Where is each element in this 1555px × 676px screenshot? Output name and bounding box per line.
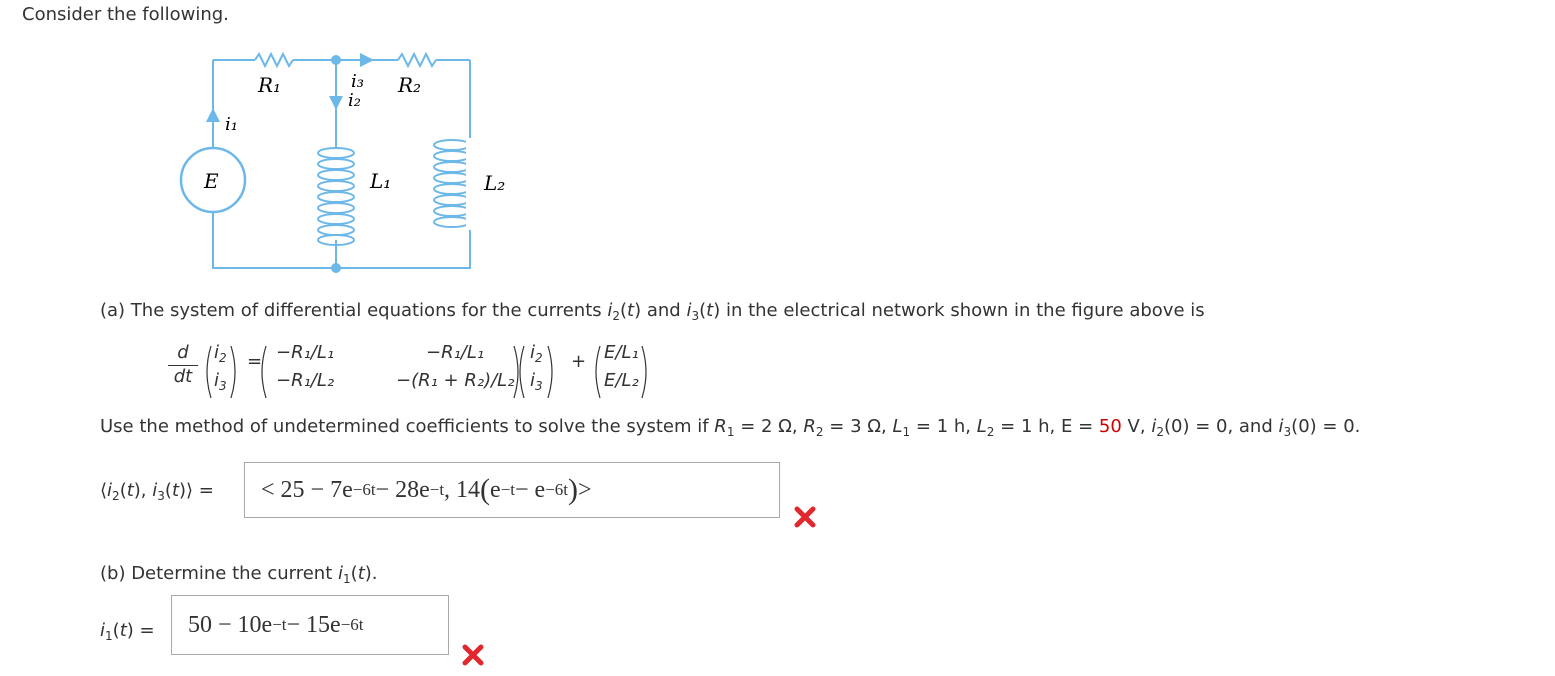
label-e: E [203, 169, 219, 193]
answer-b-label: i1(t) = [100, 620, 155, 643]
resistor-r2 [397, 51, 437, 69]
label-i1: i₁ [225, 114, 238, 135]
m12: −R₁/L₁ [426, 342, 485, 363]
e-value: 50 [1098, 416, 1122, 437]
m21: −R₁/L₂ [276, 370, 335, 391]
label-i2: i₂ [348, 90, 361, 111]
label-l2: L₂ [483, 171, 505, 195]
answer-b-input[interactable]: 50 − 10e−t − 15e−6t [171, 595, 449, 655]
v2: E/L₂ [604, 370, 639, 391]
label-r2: R₂ [397, 73, 421, 97]
label-r1: R₁ [257, 73, 281, 97]
arrow-i1-icon [206, 108, 220, 122]
part-b-prompt: (b) Determine the current i1(t). [100, 563, 378, 586]
arrow-i3-icon [360, 53, 374, 67]
wire-bottom-right [212, 60, 471, 269]
inductor-l1 [317, 147, 355, 246]
intro-text: Consider the following. [22, 4, 229, 25]
emf-source [179, 146, 247, 214]
resistor-r1 [254, 51, 294, 69]
matrix-equation: d dt i2 i3 = −R₁/L₁ −R₁/L₁ −R₁/L₂ −(R₁ +… [168, 342, 728, 400]
junction-top [331, 55, 341, 65]
m22: −(R₁ + R₂)/L₂ [396, 370, 515, 391]
wrong-answer-icon [462, 644, 484, 666]
junction-bottom [331, 263, 341, 273]
m11: −R₁/L₁ [276, 342, 335, 363]
wrong-answer-icon [794, 506, 816, 528]
label-l1: L₁ [369, 169, 391, 193]
inductor-l2 [433, 139, 471, 228]
answer-a-label: ⟨i2(t), i3(t)⟩ = [100, 480, 214, 503]
part-a-prompt: (a) The system of differential equations… [100, 300, 1205, 323]
label-i3: i₃ [351, 71, 364, 92]
v1: E/L₁ [604, 342, 639, 363]
instruction-text: Use the method of undetermined coefficie… [100, 416, 1361, 439]
answer-a-input[interactable]: < 25 − 7e−6t − 28e−t, 14(e−t − e−6t) > [244, 462, 780, 518]
circuit-diagram: R₁ i₃ R₂ i₂ i₁ E L₁ L₂ [179, 51, 505, 273]
arrow-i2-icon [329, 96, 343, 110]
